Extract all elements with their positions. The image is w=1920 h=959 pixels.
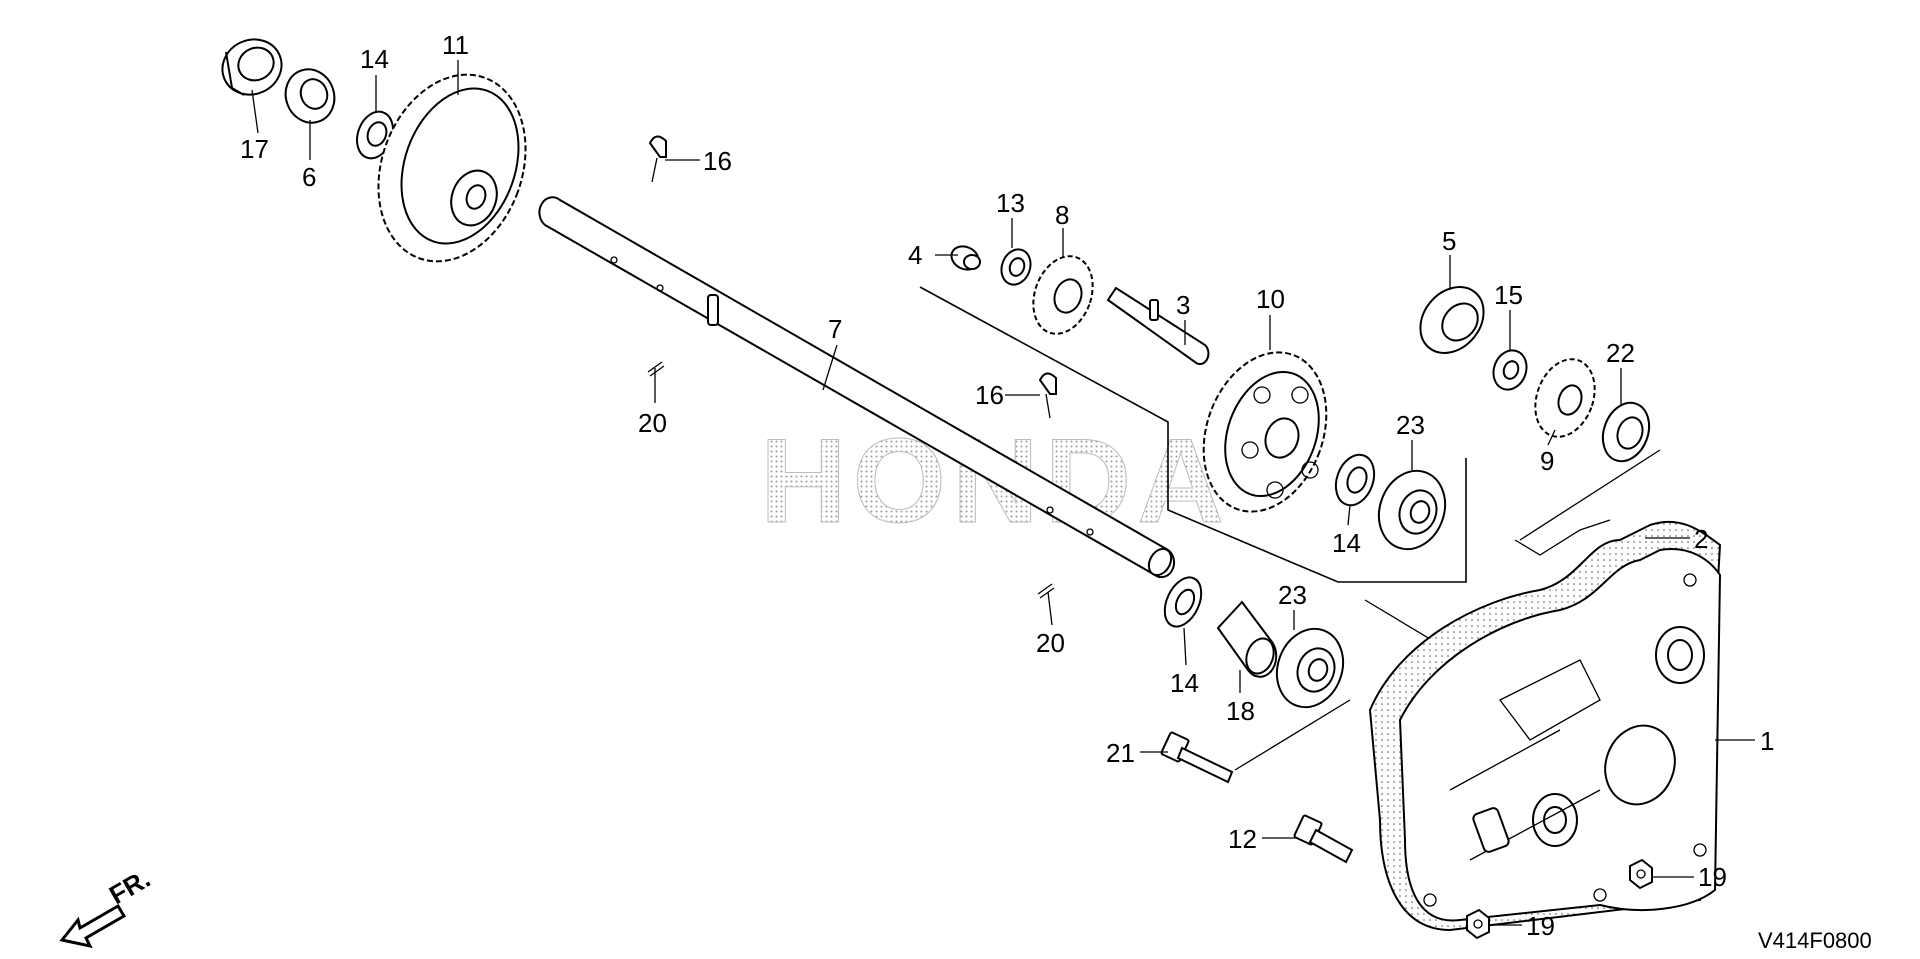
callout-7: 7: [828, 314, 842, 344]
callout-14-lower: 14: [1170, 668, 1199, 698]
bearing-part-23-upper: [1377, 469, 1447, 551]
callout-20-left: 20: [638, 408, 667, 438]
callout-14-top: 14: [360, 44, 389, 74]
cotter-pin-part-20-right: [1037, 583, 1055, 599]
callout-16-top: 16: [703, 146, 732, 176]
collar-part-6: [284, 68, 336, 124]
callout-2: 2: [1694, 524, 1708, 554]
leader-cover-gasket: [1514, 519, 1611, 556]
gearbox-case-part-1: [1398, 548, 1722, 922]
pin-part-16-top: [648, 135, 667, 183]
callout-17: 17: [240, 134, 269, 164]
bush-part-4: [950, 245, 981, 271]
front-direction-arrow: FR.: [59, 863, 155, 949]
washer-part-13: [1000, 248, 1032, 286]
washer-part-14-middle: [1334, 453, 1376, 507]
callout-6: 6: [302, 162, 316, 192]
drawing-code: V414F0800: [1758, 928, 1872, 953]
washer-part-15: [1492, 349, 1528, 391]
callout-14-middle: 14: [1332, 528, 1361, 558]
callout-9: 9: [1540, 446, 1554, 476]
callout-16-middle: 16: [975, 380, 1004, 410]
callout-8: 8: [1055, 200, 1069, 230]
gear-part-9: [1534, 358, 1596, 438]
nut-part-19-bottom: [1466, 908, 1490, 940]
callout-18: 18: [1226, 696, 1255, 726]
large-gear-part-11: [377, 73, 527, 263]
callout-labels: 17 6 14 11 16 13 8 4 3 10 5 15 22 7 16 2…: [240, 30, 1774, 941]
callout-3: 3: [1176, 290, 1190, 320]
stud-bolt-part-12: [1293, 814, 1354, 864]
callout-10: 10: [1256, 284, 1285, 314]
washer-part-14-top: [356, 110, 394, 160]
washer-part-14-lower: [1163, 576, 1203, 628]
callout-15: 15: [1494, 280, 1523, 310]
callout-19-right: 19: [1698, 862, 1727, 892]
front-indicator-label: FR.: [104, 863, 155, 910]
nut-part-19-right: [1629, 858, 1653, 890]
callout-21: 21: [1106, 738, 1135, 768]
callout-22: 22: [1606, 338, 1635, 368]
assembly-bracket-line: [919, 286, 1467, 583]
leader-bolt-case: [1234, 699, 1351, 771]
callout-20-right: 20: [1036, 628, 1065, 658]
callout-11: 11: [442, 30, 469, 60]
callout-leaders: [251, 60, 1755, 926]
callout-4: 4: [908, 240, 922, 270]
callout-13: 13: [996, 188, 1025, 218]
small-gear-part-8: [1032, 255, 1094, 335]
pin-part-16-middle: [1038, 372, 1057, 419]
collar-part-18: [1216, 600, 1278, 678]
callout-19-bottom: 19: [1526, 911, 1555, 941]
callout-23-lower: 23: [1278, 580, 1307, 610]
shaft-part-7: [538, 196, 1176, 579]
cotter-pin-part-20-left: [647, 361, 665, 377]
callout-5: 5: [1442, 226, 1456, 256]
bearing-part-23-lower: [1275, 627, 1345, 709]
flange-bolt-part-21: [1160, 731, 1234, 784]
callout-1: 1: [1760, 726, 1774, 756]
seal-part-17: [221, 38, 283, 96]
oil-seal-part-5: [1419, 286, 1485, 354]
gear-part-10: [1202, 351, 1328, 513]
bearing-part-22: [1601, 401, 1651, 463]
leader-bearing22-case: [1519, 449, 1661, 541]
pinion-shaft-part-3: [1106, 286, 1210, 366]
callout-23-upper: 23: [1396, 410, 1425, 440]
callout-12: 12: [1228, 824, 1257, 854]
